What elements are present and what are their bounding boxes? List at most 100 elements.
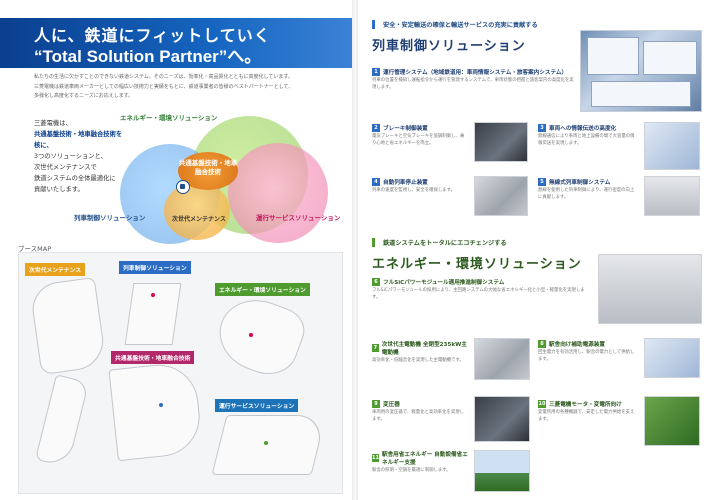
booth-tag-energy: エネルギー・環境ソリューション	[215, 283, 310, 296]
intro-line: 私たちの生活に欠かすことのできない鉄道システム。そのニーズは、効率化・高品質化と…	[34, 74, 293, 80]
item-title: ブレーキ制御装置	[383, 126, 428, 132]
station-power-monitor-screen	[644, 338, 700, 378]
item-title: 自動列車停止装置	[383, 180, 428, 186]
sic-inverter-photo	[598, 254, 702, 324]
booth-tag-train: 列車制御ソリューション	[119, 261, 191, 274]
item-body: 高効率化・低騒音化を実現した主電動機です。	[372, 358, 464, 363]
hero-title-line2: “Total Solution Partner”へ。	[34, 47, 262, 66]
booth-shape	[209, 289, 311, 383]
item-number: 3	[538, 124, 546, 132]
item-number: 6	[372, 278, 380, 286]
item-title: 三菱電機モータ・変電所向け	[549, 402, 622, 408]
info-transmission-screen	[644, 122, 700, 170]
item-title: 運行管理システム（地域鉄道用：車両情報システム・旅客案内システム）	[383, 70, 568, 76]
item-number: 7	[372, 344, 379, 352]
item-body: 電気ブレーキと空気ブレーキを協調制御し、乗り心地と省エネルギーを両立。	[372, 134, 465, 146]
booth-shape	[29, 276, 107, 376]
booth-tag-ground: 共通基盤技術・地車融合技術	[111, 351, 195, 364]
ats-device-photo	[474, 176, 528, 216]
screen-window	[587, 37, 639, 75]
summary-line: 3つのソリューションと、	[34, 153, 107, 160]
booth-marker	[151, 293, 155, 297]
radio-control-device-photo	[644, 176, 700, 216]
item-number: 1	[372, 68, 380, 76]
item-title: 駅舎用省エネルギー 自動設備省エネルギー支援	[381, 452, 468, 466]
hero-banner: 人に、鉄道にフィットしていく “Total Solution Partner”へ…	[0, 18, 352, 68]
item-number: 9	[372, 400, 380, 408]
intro-line: 多様化し高度化するニーズにお応えします。	[34, 93, 134, 99]
substation-equipment-photo	[644, 396, 700, 446]
energy-section-header: 鉄道システムをトータルにエコチェンジする エネルギー・環境ソリューション	[372, 238, 702, 272]
solution-venn-diagram: 共通基盤技術・地車融合技術 エネルギー・環境ソリューション 列車制御ソリューショ…	[60, 108, 341, 244]
station-train-photo	[474, 450, 530, 492]
item-title: 駅舎向け補助電源装置	[549, 342, 605, 348]
booth-shape	[34, 374, 90, 468]
summary-line: 三菱電機は、	[34, 120, 72, 127]
item-title: 無線式列車制御システム	[549, 180, 611, 186]
screen-window	[643, 41, 697, 75]
transformer-photo	[474, 396, 530, 442]
venn-label-safety: 運行サービスソリューション	[256, 214, 341, 222]
item-body: 回生電力を有効活用し、駅舎の電力として供給します。	[538, 350, 635, 362]
item-body: 変電所用の各種機器で、安定した電力供給を支えます。	[538, 410, 635, 422]
item-body: 無線を使用した列車制御により、運行密度の向上に貢献します。	[538, 188, 635, 200]
item-number: 4	[372, 178, 380, 186]
center-core-label: 共通基盤技術・地車融合技術	[178, 152, 238, 190]
booth-map: 次世代メンテナンス 列車制御ソリューション エネルギー・環境ソリューション 共通…	[18, 252, 343, 494]
safety-circle	[228, 143, 328, 243]
summary-line: 貢献いたします。	[34, 186, 84, 193]
section-eyebrow: 安全・安定輸送の確保と輸送サービスの充実に貢献する	[372, 20, 702, 29]
item-body: 無線通信により車両と地上設備の間で大容量の情報伝送を実現します。	[538, 134, 635, 146]
booth-marker	[264, 441, 268, 445]
train-control-section-header: 安全・安定輸送の確保と輸送サービスの充実に貢献する 列車制御ソリューション	[372, 20, 702, 54]
maintenance-circle	[164, 182, 230, 240]
item-title: 車両への情報伝送の高度化	[549, 126, 617, 132]
train-icon	[176, 180, 190, 194]
venn-label-maintenance: 次世代メンテナンス	[172, 216, 226, 223]
summary-text: 三菱電機は、 共通基盤技術・地車融合技術を核に、 3つのソリューションと、 次世…	[34, 118, 124, 195]
section-title: 列車制御ソリューション	[372, 39, 526, 54]
traction-motor-photo	[474, 338, 530, 380]
item-body: 車両用の変圧器で、軽量化と高効率化を実現します。	[372, 410, 465, 422]
intro-text: 私たちの生活に欠かすことのできない鉄道システム。そのニーズは、効率化・高品質化と…	[34, 73, 334, 102]
item-number: 2	[372, 124, 380, 132]
brake-unit-photo	[474, 122, 528, 162]
item-body: 列車の速度を監視し、安全を確保します。	[372, 188, 455, 193]
item-number: 11	[372, 454, 379, 462]
venn-label-train: 列車制御ソリューション	[74, 214, 146, 222]
summary-line: 共通基盤技術・地車融合技術を核に、	[34, 131, 123, 149]
screen-window	[591, 81, 691, 107]
item-body: フルSiCパワーモジュールの採用により、主回路システムの大幅な省エネルギー化と小…	[372, 288, 585, 300]
booth-shape	[108, 360, 204, 462]
item-body: 列車の位置を検知し運転指令から運行を管理するシステムで、車両状態の把握と旅客案内…	[372, 78, 574, 90]
section-title: エネルギー・環境ソリューション	[372, 257, 582, 272]
booth-marker	[159, 403, 163, 407]
section-eyebrow: 鉄道システムをトータルにエコチェンジする	[372, 238, 702, 247]
intro-line: 三菱電機は鉄道車両メーカーとしての幅広い技術力と実績をもとに、鉄道事業者の皆様の…	[34, 83, 294, 90]
booth-tag-maintenance: 次世代メンテナンス	[25, 263, 86, 276]
booth-shape	[211, 415, 327, 475]
hero-title-line1: 人に、鉄道にフィットしていく	[34, 26, 271, 45]
booth-tag-safety: 運行サービスソリューション	[215, 399, 299, 412]
left-page: 人に、鉄道にフィットしていく “Total Solution Partner”へ…	[0, 0, 352, 500]
item-number: 5	[538, 178, 546, 186]
summary-line: 鉄道システムの全体最適化に	[34, 175, 116, 182]
control-screen-photo	[580, 30, 702, 112]
venn-label-energy: エネルギー・環境ソリューション	[120, 114, 218, 122]
item-title: フルSiCパワーモジュール適用推進制御システム	[383, 280, 505, 286]
summary-line: 次世代メンテナンスで	[34, 164, 97, 171]
item-title: 変圧器	[383, 402, 400, 408]
